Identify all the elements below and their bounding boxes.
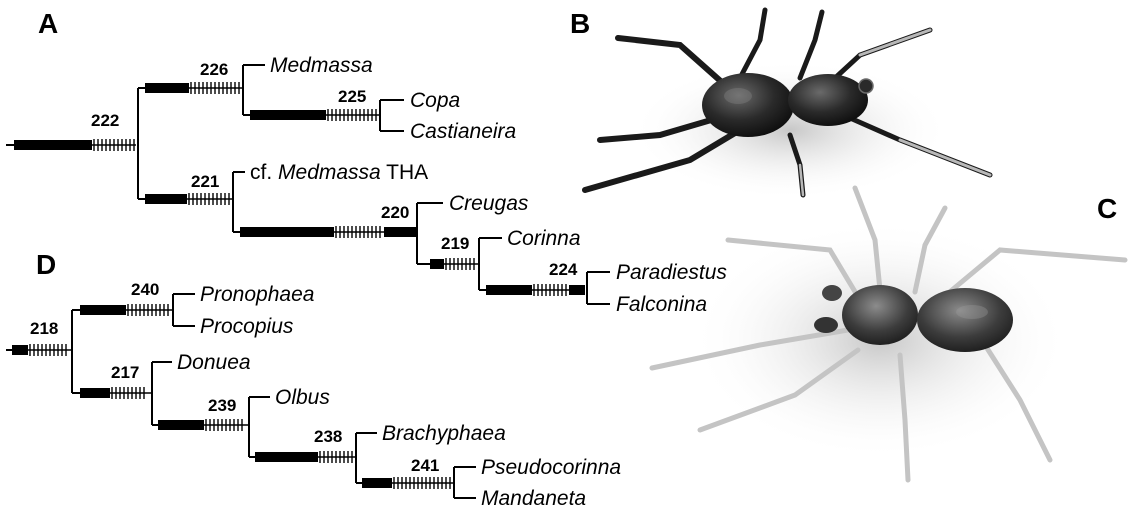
tree-a-hatched-segments: [92, 82, 569, 296]
node-label-225: 225: [338, 87, 366, 106]
taxon-paradiestus: Paradiestus: [616, 261, 727, 284]
spider-c-abdomen: [917, 288, 1013, 352]
spider-photo-c: [652, 188, 1125, 480]
taxon-creugas: Creugas: [449, 192, 529, 215]
panel-label-d: D: [36, 249, 56, 280]
node-label-241: 241: [411, 456, 439, 475]
phylogeny-tree-d: 218 240 217 239 238 241 Pronophaea Proco…: [6, 280, 621, 510]
node-label-217: 217: [111, 363, 139, 382]
taxon-copa: Copa: [410, 89, 460, 112]
taxon-medmassa: Medmassa: [270, 54, 373, 77]
taxon-corinna: Corinna: [507, 227, 581, 250]
node-label-239: 239: [208, 396, 236, 415]
node-label-224: 224: [549, 260, 578, 279]
taxon-cf-prefix: cf.: [250, 161, 278, 184]
spider-b-abdomen: [702, 73, 794, 137]
tree-a-branches: [6, 65, 610, 304]
phylogeny-tree-a: 222 226 225 221 220 219 224 Medmassa Cop…: [6, 54, 727, 316]
node-label-240: 240: [131, 280, 159, 299]
node-label-226: 226: [200, 60, 228, 79]
spider-b-cephalothorax: [788, 74, 868, 126]
node-label-222: 222: [91, 111, 119, 130]
taxon-donuea: Donuea: [177, 351, 251, 374]
panel-label-c: C: [1097, 193, 1117, 224]
node-label-220: 220: [381, 203, 409, 222]
taxon-cf-medmassa-tha: cf. Medmassa THA: [250, 161, 428, 184]
taxon-cf-suffix: THA: [381, 161, 428, 184]
spider-c-cephalothorax: [842, 285, 918, 345]
taxon-mandaneta: Mandaneta: [481, 487, 586, 510]
node-label-238: 238: [314, 427, 342, 446]
taxon-pseudocorinna: Pseudocorinna: [481, 456, 621, 479]
taxon-brachyphaea: Brachyphaea: [382, 422, 506, 445]
panel-label-a: A: [38, 8, 58, 39]
taxon-falconina: Falconina: [616, 293, 707, 316]
node-label-219: 219: [441, 234, 469, 253]
node-label-221: 221: [191, 172, 219, 191]
spider-photo-b: [585, 10, 990, 200]
taxon-procopius: Procopius: [200, 315, 294, 338]
taxon-cf-genus: Medmassa: [278, 161, 381, 184]
taxon-pronophaea: Pronophaea: [200, 283, 314, 306]
taxon-olbus: Olbus: [275, 386, 330, 409]
taxon-castianeira: Castianeira: [410, 120, 516, 143]
panel-label-b: B: [570, 8, 590, 39]
node-label-218: 218: [30, 319, 58, 338]
